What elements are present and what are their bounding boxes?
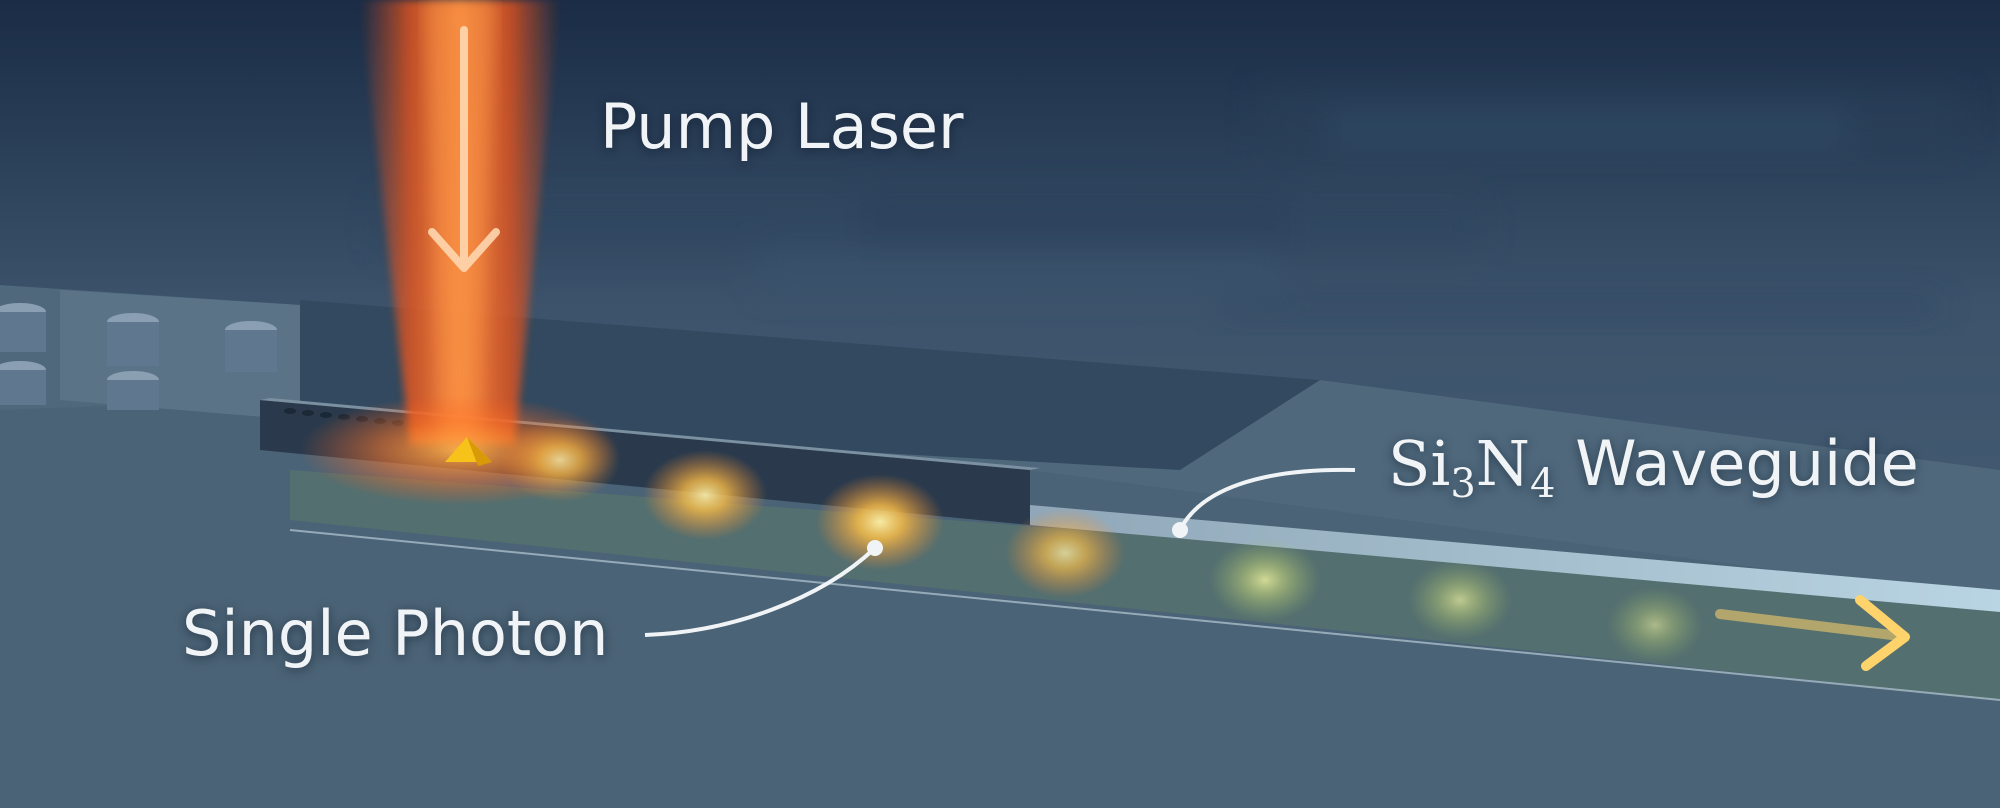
photon-marker — [867, 540, 883, 556]
background-structures — [380, 90, 1960, 314]
down-arrow-icon — [428, 26, 500, 272]
photon-train — [500, 418, 1703, 663]
photon — [643, 450, 767, 540]
waveguide-marker — [1172, 522, 1188, 538]
waveguide-label: Si3N4 Waveguide — [1388, 433, 1919, 505]
waveguide-leader-line — [1178, 467, 1356, 531]
photon — [500, 418, 620, 502]
formula-element-si: Si — [1388, 427, 1451, 500]
photon — [816, 474, 944, 570]
photon — [1408, 560, 1512, 640]
waveguide-word: Waveguide — [1575, 427, 1919, 500]
photon — [1005, 508, 1125, 598]
waveguide-top — [1030, 505, 2000, 612]
pump-laser-label: Pump Laser — [600, 90, 964, 163]
formula-subscript-3: 3 — [1450, 461, 1476, 507]
quantum-dot — [445, 437, 492, 466]
chemical-formula: Si3N4 — [1388, 427, 1555, 505]
formula-element-n: N — [1475, 427, 1531, 500]
formula-subscript-4: 4 — [1530, 461, 1556, 507]
photon — [1209, 538, 1321, 622]
photon-leader-line — [644, 546, 877, 637]
photon — [1607, 587, 1703, 663]
pillars — [0, 303, 277, 410]
output-arrow-icon — [1715, 595, 1910, 671]
single-photon-label: Single Photon — [182, 597, 609, 670]
